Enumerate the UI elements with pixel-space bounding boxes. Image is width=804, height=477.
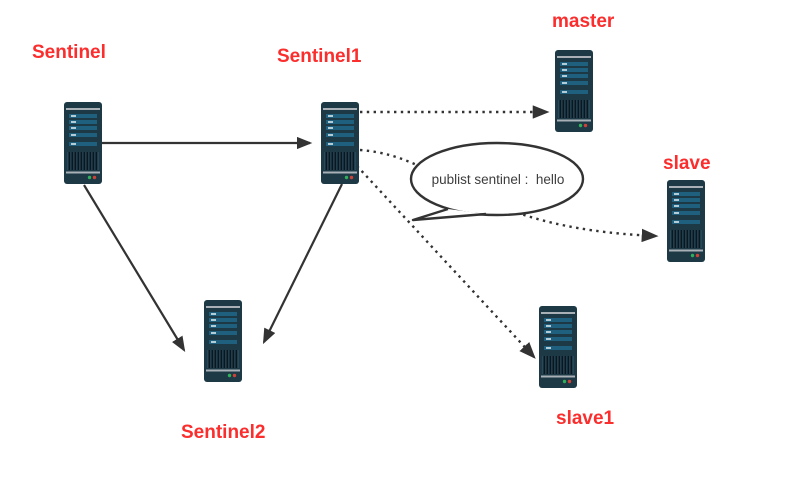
server-icon-slave [667, 180, 705, 262]
node-label-master: master [552, 11, 615, 32]
speech-bubble-text: publist sentinel : hello [431, 172, 565, 187]
node-label-sentinel2: Sentinel2 [181, 422, 266, 443]
node-label-slave: slave [663, 153, 711, 174]
speech-bubble [409, 141, 585, 222]
server-icon-sentinel2 [204, 300, 242, 382]
server-icon-sentinel [64, 102, 102, 184]
node-label-sentinel1: Sentinel1 [277, 46, 362, 67]
node-label-sentinel: Sentinel [32, 42, 106, 63]
server-icon-master [555, 50, 593, 132]
server-icon-sentinel1 [321, 102, 359, 184]
edge-sentinel-to-sentinel2 [83, 184, 186, 352]
server-icon-slave1 [539, 306, 577, 388]
edge-sentinel1-to-slave1 [356, 165, 536, 359]
edge-sentinel1-to-sentinel2 [262, 183, 343, 345]
node-label-slave1: slave1 [556, 408, 615, 429]
